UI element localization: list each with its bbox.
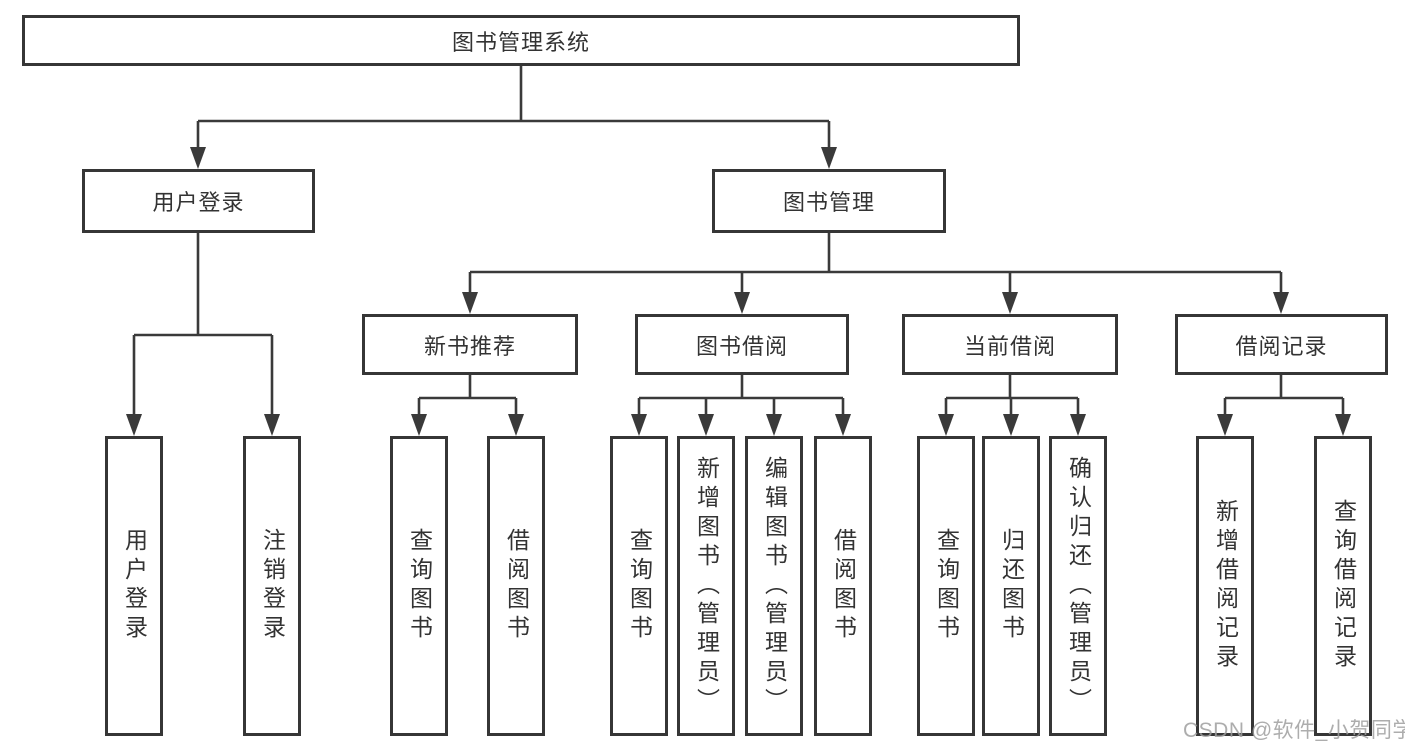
- arrowhead-icon: [264, 414, 280, 436]
- leaf-logout: 注销登录: [243, 436, 301, 736]
- leaf-add-book-admin: 新增图书（管理员）: [677, 436, 735, 736]
- arrowhead-icon: [462, 292, 478, 314]
- leaf-label: 借阅图书: [503, 528, 530, 644]
- leaf-return-book: 归还图书: [982, 436, 1040, 736]
- leaf-confirm-return-admin: 确认归还（管理员）: [1049, 436, 1107, 736]
- leaf-label: 用户登录: [121, 528, 148, 644]
- arrowhead-icon: [835, 414, 851, 436]
- node-current-borrow: 当前借阅: [902, 314, 1118, 375]
- arrowhead-icon: [1217, 414, 1233, 436]
- leaf-user-login: 用户登录: [105, 436, 163, 736]
- node-user-login: 用户登录: [82, 169, 315, 233]
- arrowhead-icon: [1003, 414, 1019, 436]
- connector-user-login-children: [126, 233, 280, 436]
- arrowhead-icon: [734, 292, 750, 314]
- leaf-label: 编辑图书（管理员）: [761, 455, 788, 717]
- leaf-label: 查询图书: [406, 528, 433, 644]
- node-borrow-record: 借阅记录: [1175, 314, 1388, 375]
- arrowhead-icon: [1273, 292, 1289, 314]
- node-new-book-recommend: 新书推荐: [362, 314, 578, 375]
- arrowhead-icon: [766, 414, 782, 436]
- connector-root-to-level2: [190, 66, 837, 169]
- node-book-borrow: 图书借阅: [635, 314, 849, 375]
- leaf-query-book-3: 查询图书: [917, 436, 975, 736]
- connector-book-borrow-children: [631, 375, 851, 436]
- arrowhead-icon: [698, 414, 714, 436]
- connector-new-book-children: [411, 375, 524, 436]
- connector-book-management-children: [462, 233, 1289, 314]
- leaf-add-borrow-record: 新增借阅记录: [1196, 436, 1254, 736]
- arrowhead-icon: [631, 414, 647, 436]
- arrowhead-icon: [411, 414, 427, 436]
- leaf-label: 新增借阅记录: [1212, 499, 1239, 673]
- connector-borrow-record-children: [1217, 375, 1351, 436]
- arrowhead-icon: [190, 147, 206, 169]
- leaf-label: 确认归还（管理员）: [1065, 455, 1092, 717]
- csdn-watermark: CSDN @软件_小贺同学: [1183, 719, 1405, 742]
- leaf-label: 归还图书: [998, 528, 1025, 644]
- arrowhead-icon: [1070, 414, 1086, 436]
- arrowhead-icon: [1002, 292, 1018, 314]
- leaf-label: 查询图书: [933, 528, 960, 644]
- leaf-query-book-2: 查询图书: [610, 436, 668, 736]
- leaf-label: 查询借阅记录: [1330, 499, 1357, 673]
- leaf-edit-book-admin: 编辑图书（管理员）: [745, 436, 803, 736]
- arrowhead-icon: [821, 147, 837, 169]
- node-library-management-system: 图书管理系统: [22, 15, 1020, 66]
- arrowhead-icon: [126, 414, 142, 436]
- leaf-label: 新增图书（管理员）: [693, 455, 720, 717]
- leaf-borrow-book-2: 借阅图书: [814, 436, 872, 736]
- leaf-query-borrow-record: 查询借阅记录: [1314, 436, 1372, 736]
- leaf-label: 借阅图书: [830, 528, 857, 644]
- leaf-borrow-book-1: 借阅图书: [487, 436, 545, 736]
- arrowhead-icon: [938, 414, 954, 436]
- arrowhead-icon: [1335, 414, 1351, 436]
- leaf-label: 注销登录: [259, 528, 286, 644]
- connector-current-borrow-children: [938, 375, 1086, 436]
- leaf-query-book-1: 查询图书: [390, 436, 448, 736]
- leaf-label: 查询图书: [626, 528, 653, 644]
- node-book-management: 图书管理: [712, 169, 946, 233]
- arrowhead-icon: [508, 414, 524, 436]
